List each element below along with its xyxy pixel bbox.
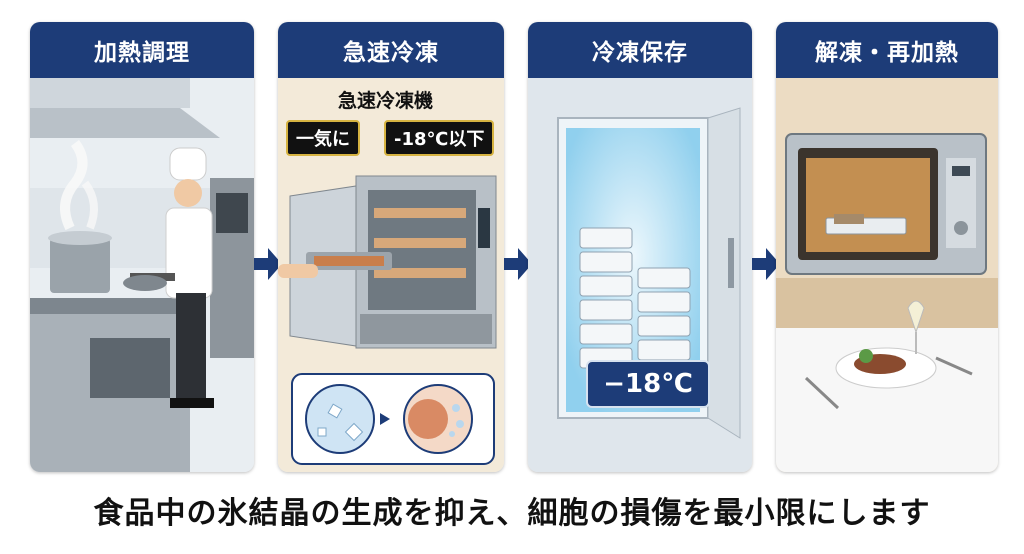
temperature-readout: −18℃	[586, 360, 710, 408]
step-panel-thaw-reheat: 解凍・再加熱	[776, 22, 998, 472]
step-panel-frozen-storage: 冷凍保存 −18℃	[528, 22, 752, 472]
caption: 食品中の氷結晶の生成を抑え、細胞の損傷を最小限にします	[93, 496, 931, 531]
arrow-right-icon	[504, 248, 532, 280]
machine-label: 急速冷凍機	[338, 90, 434, 112]
chef-cooking-icon	[30, 78, 254, 472]
temperature-tag: -18℃以下	[384, 120, 495, 156]
step-title: 加熱調理	[30, 22, 254, 78]
at-once-tag: 一気に	[286, 120, 360, 156]
step-title: 急速冷凍	[278, 22, 504, 78]
microwave-icon	[776, 78, 998, 472]
arrow-right-icon	[752, 248, 780, 280]
freezer-storage-icon	[528, 78, 752, 472]
step-panel-cooking: 加熱調理	[30, 22, 254, 472]
step-title: 冷凍保存	[528, 22, 752, 78]
arrow-right-icon	[254, 248, 282, 280]
step-title: 解凍・再加熱	[776, 22, 998, 78]
step-panel-blast-freezing: 急速冷凍 急速冷凍機 一気に -18℃以下	[278, 22, 504, 472]
